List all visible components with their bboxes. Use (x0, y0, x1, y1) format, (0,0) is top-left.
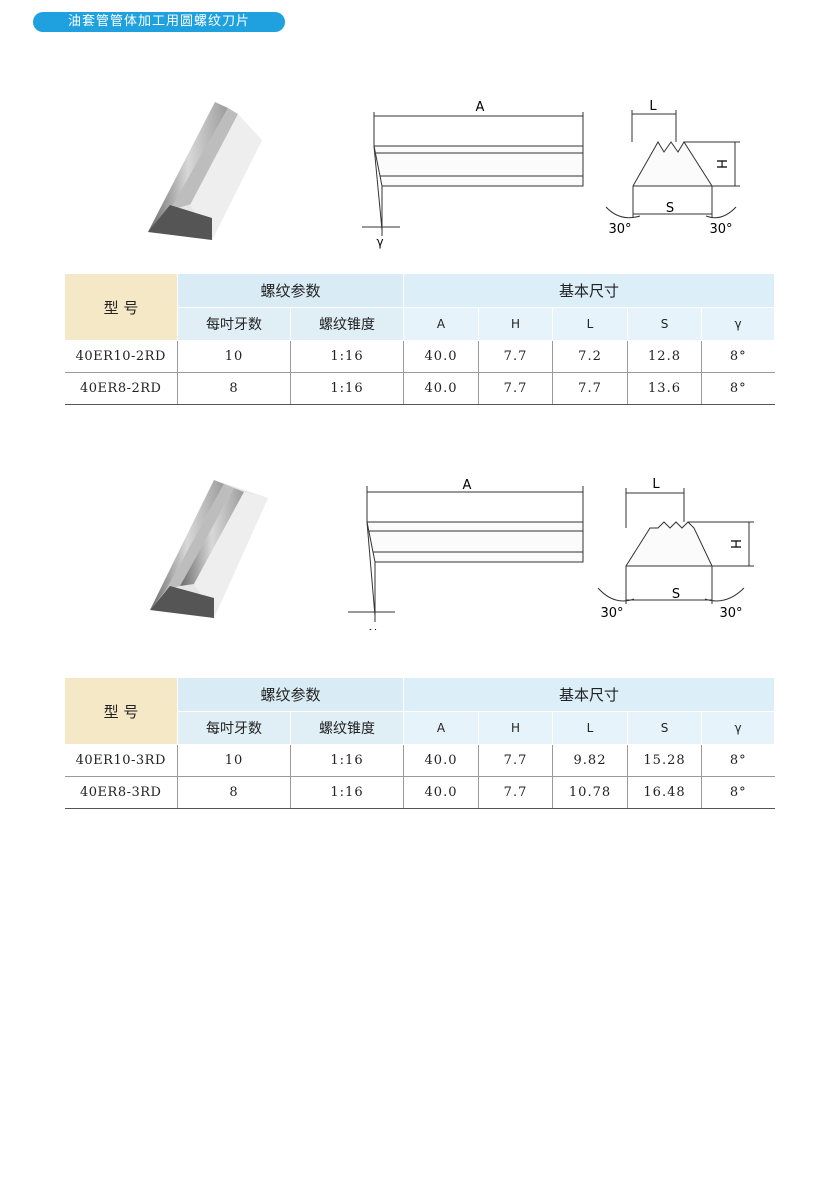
thread-params-header: 螺纹参数 (176, 273, 405, 308)
cell-s: 15.28 (627, 744, 703, 777)
cell-a: 40.0 (403, 340, 480, 373)
dim-s-label: S (672, 587, 680, 602)
dim-gamma-label: γ (369, 625, 376, 630)
cell-l: 7.7 (552, 372, 629, 405)
cell-model: 40ER10-2RD (64, 340, 178, 373)
cell-tpi: 10 (177, 744, 291, 777)
cell-h: 7.7 (478, 744, 554, 777)
cell-tpi: 8 (177, 372, 291, 405)
cell-taper: 1:16 (289, 776, 405, 809)
insert-figures-2rd: A γ L H S 30° 30° (148, 99, 740, 249)
spec-table-2rd: 型 号 螺纹参数 基本尺寸 每吋牙数 螺纹锥度 A H L S γ 40ER10… (64, 273, 776, 405)
col-s: S (627, 711, 703, 745)
insert-side-view (362, 112, 584, 236)
cell-model: 40ER10-3RD (64, 744, 178, 777)
insert-side-view (348, 486, 584, 622)
col-h: H (478, 307, 554, 341)
cell-l: 9.82 (552, 744, 629, 777)
col-taper: 螺纹锥度 (289, 711, 405, 745)
cell-l: 7.2 (552, 340, 629, 373)
cell-s: 13.6 (627, 372, 703, 405)
dim-a-label: A (463, 478, 472, 493)
col-tpi: 每吋牙数 (177, 307, 291, 341)
cell-s: 16.48 (627, 776, 703, 809)
cell-model: 40ER8-2RD (64, 372, 178, 405)
cell-a: 40.0 (403, 744, 480, 777)
dim-l-label: L (652, 477, 660, 492)
page-title: 油套管管体加工用圆螺纹刀片 (33, 12, 285, 32)
col-s: S (627, 307, 703, 341)
cell-model: 40ER8-3RD (64, 776, 178, 809)
dim-s-label: S (666, 201, 674, 216)
table-row: 40ER8-3RD 8 1:16 40.0 7.7 10.78 16.48 8° (64, 776, 775, 809)
cell-l: 10.78 (552, 776, 629, 809)
cell-h: 7.7 (478, 372, 554, 405)
col-l: L (552, 711, 629, 745)
table-row: 40ER10-3RD 10 1:16 40.0 7.7 9.82 15.28 8… (64, 744, 775, 777)
cell-gamma: 8° (701, 372, 775, 405)
cell-h: 7.7 (478, 776, 554, 809)
col-gamma: γ (701, 307, 776, 341)
model-header: 型 号 (64, 677, 178, 745)
cell-tpi: 8 (177, 776, 291, 809)
angle-right-label: 30° (719, 606, 742, 621)
col-a: A (403, 307, 480, 341)
col-l: L (552, 307, 629, 341)
col-tpi: 每吋牙数 (177, 711, 291, 745)
col-taper: 螺纹锥度 (289, 307, 405, 341)
cell-taper: 1:16 (289, 372, 405, 405)
insert-figures-3rd: A γ L H S 30° 30° (150, 477, 754, 630)
cell-a: 40.0 (403, 776, 480, 809)
table-row: 40ER8-2RD 8 1:16 40.0 7.7 7.7 13.6 8° (64, 372, 775, 405)
cell-taper: 1:16 (289, 744, 405, 777)
insert-3d-view (148, 102, 262, 240)
dim-l-label: L (649, 99, 657, 114)
dim-gamma-label: γ (376, 235, 383, 249)
cell-a: 40.0 (403, 372, 480, 405)
cell-gamma: 8° (701, 776, 775, 809)
cell-gamma: 8° (701, 340, 775, 373)
thread-params-header: 螺纹参数 (176, 677, 405, 712)
angle-left-label: 30° (600, 606, 623, 621)
insert-front-view (605, 110, 740, 219)
cell-tpi: 10 (177, 340, 291, 373)
angle-right-label: 30° (709, 222, 732, 237)
model-header: 型 号 (64, 273, 178, 341)
col-a: A (403, 711, 480, 745)
spec-table-3rd: 型 号 螺纹参数 基本尺寸 每吋牙数 螺纹锥度 A H L S γ 40ER10… (64, 677, 776, 809)
cell-gamma: 8° (701, 744, 775, 777)
table-row: 40ER10-2RD 10 1:16 40.0 7.7 7.2 12.8 8° (64, 340, 775, 373)
basic-dims-header: 基本尺寸 (403, 273, 776, 308)
cell-taper: 1:16 (289, 340, 405, 373)
col-gamma: γ (701, 711, 776, 745)
col-h: H (478, 711, 554, 745)
insert-3d-view (150, 480, 268, 618)
cell-h: 7.7 (478, 340, 554, 373)
cell-s: 12.8 (627, 340, 703, 373)
dim-a-label: A (476, 100, 485, 115)
dim-h-label: H (713, 159, 728, 169)
insert-front-view (597, 488, 754, 604)
basic-dims-header: 基本尺寸 (403, 677, 776, 712)
dim-h-label: H (727, 539, 742, 549)
angle-left-label: 30° (608, 222, 631, 237)
